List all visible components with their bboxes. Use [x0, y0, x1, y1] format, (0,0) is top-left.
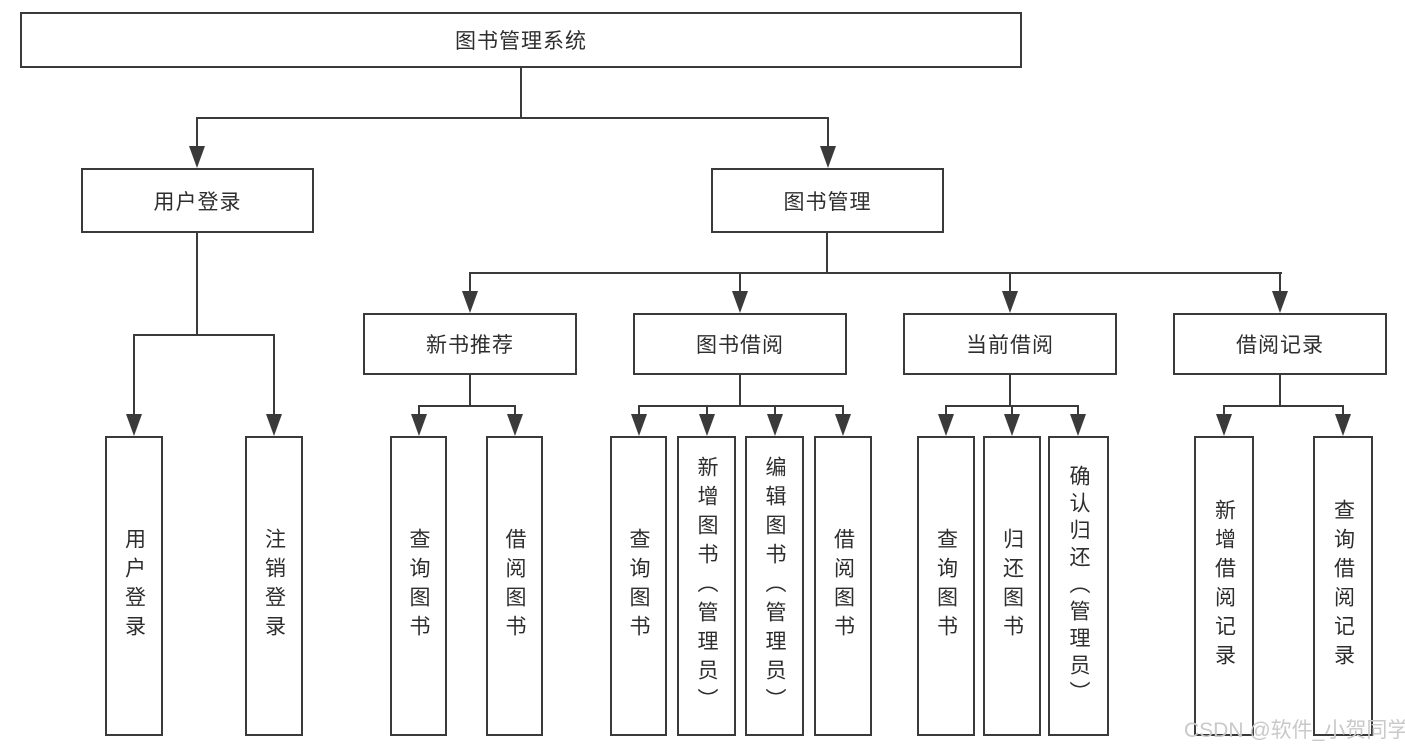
leaf-edit-book-admin: 编辑图书（管理员） [745, 436, 804, 736]
arrow-down-icon [1002, 291, 1018, 313]
connector-hline [638, 405, 844, 407]
arrow-down-icon [835, 414, 851, 436]
connector-vline [945, 405, 947, 416]
node-label: 新书推荐 [426, 334, 514, 357]
connector-vline [1077, 405, 1079, 416]
leaf-query-books-borrow: 查询图书 [610, 436, 667, 736]
connector-vline [514, 405, 516, 416]
node-current-borrow: 当前借阅 [903, 313, 1117, 375]
connector-vline [133, 334, 135, 416]
leaf-logout: 注销登录 [245, 436, 303, 736]
connector-vline [196, 117, 198, 148]
connector-hline [133, 334, 275, 336]
leaf-label: 借阅图书 [503, 528, 526, 644]
connector-vline [520, 68, 522, 117]
connector-vline [842, 405, 844, 416]
leaf-borrow-books: 借阅图书 [814, 436, 872, 736]
node-book-borrow: 图书借阅 [633, 313, 847, 375]
node-label: 图书借阅 [696, 334, 784, 357]
node-label: 当前借阅 [966, 334, 1054, 357]
connector-vline [1009, 375, 1011, 406]
leaf-confirm-return-admin: 确认归还（管理员） [1048, 436, 1109, 736]
connector-vline [1342, 405, 1344, 416]
connector-vline [739, 272, 741, 293]
node-label: 借阅记录 [1236, 334, 1324, 357]
leaf-label: 查询借阅记录 [1331, 499, 1355, 673]
connector-hline [469, 272, 1282, 274]
csdn-watermark: CSDN @软件_小贺同学 [1184, 719, 1405, 742]
arrow-down-icon [767, 414, 783, 436]
arrow-down-icon [732, 291, 748, 313]
leaf-label: 确认归还（管理员） [1067, 464, 1090, 708]
connector-vline [273, 334, 275, 416]
leaf-user-login: 用户登录 [105, 436, 163, 736]
leaf-borrow-books-recommend: 借阅图书 [486, 436, 543, 736]
node-label: 图书管理 [783, 190, 872, 214]
connector-vline [774, 405, 776, 416]
arrow-down-icon [266, 414, 282, 436]
connector-vline [196, 233, 198, 336]
connector-hline [196, 117, 829, 119]
leaf-label: 注销登录 [262, 528, 286, 644]
leaf-label: 查询图书 [407, 528, 430, 644]
arrow-down-icon [1004, 414, 1020, 436]
arrow-down-icon [938, 414, 954, 436]
node-root-label: 图书管理系统 [455, 30, 587, 53]
node-user-login: 用户登录 [81, 168, 314, 233]
node-book-management: 图书管理 [711, 168, 944, 233]
connector-vline [638, 405, 640, 416]
arrow-down-icon [1272, 291, 1288, 313]
connector-vline [469, 272, 471, 293]
connector-vline [1279, 375, 1281, 406]
leaf-label: 编辑图书（管理员） [763, 455, 786, 717]
node-label: 用户登录 [153, 190, 242, 214]
connector-vline [418, 405, 420, 416]
leaf-query-books-recommend: 查询图书 [390, 436, 447, 736]
leaf-label: 用户登录 [122, 528, 146, 644]
connector-hline [418, 405, 516, 407]
connector-hline [1223, 405, 1344, 407]
connector-vline [827, 117, 829, 148]
arrow-down-icon [699, 414, 715, 436]
connector-vline [1009, 272, 1011, 293]
connector-vline [469, 375, 471, 406]
leaf-query-books-current: 查询图书 [917, 436, 975, 736]
leaf-label: 借阅图书 [831, 528, 855, 644]
leaf-label: 查询图书 [627, 528, 650, 644]
arrow-down-icon [1070, 414, 1086, 436]
arrow-down-icon [820, 146, 836, 168]
leaf-label: 新增借阅记录 [1212, 499, 1236, 673]
arrow-down-icon [462, 291, 478, 313]
connector-vline [706, 405, 708, 416]
arrow-down-icon [1335, 414, 1351, 436]
node-borrow-records: 借阅记录 [1173, 313, 1387, 375]
leaf-add-book-admin: 新增图书（管理员） [677, 436, 736, 736]
arrow-down-icon [1216, 414, 1232, 436]
connector-vline [739, 375, 741, 406]
leaf-label: 归还图书 [1000, 528, 1024, 644]
leaf-label: 新增图书（管理员） [695, 455, 718, 717]
arrow-down-icon [189, 146, 205, 168]
arrow-down-icon [411, 414, 427, 436]
connector-vline [826, 233, 828, 274]
connector-vline [1223, 405, 1225, 416]
arrow-down-icon [126, 414, 142, 436]
leaf-label: 查询图书 [934, 528, 958, 644]
connector-vline [1011, 405, 1013, 416]
leaf-query-borrow-record: 查询借阅记录 [1313, 436, 1373, 736]
arrow-down-icon [507, 414, 523, 436]
leaf-add-borrow-record: 新增借阅记录 [1194, 436, 1254, 736]
arrow-down-icon [631, 414, 647, 436]
connector-vline [1279, 272, 1281, 293]
node-new-book-recommend: 新书推荐 [363, 313, 577, 375]
node-root: 图书管理系统 [20, 12, 1022, 68]
leaf-return-books: 归还图书 [983, 436, 1041, 736]
